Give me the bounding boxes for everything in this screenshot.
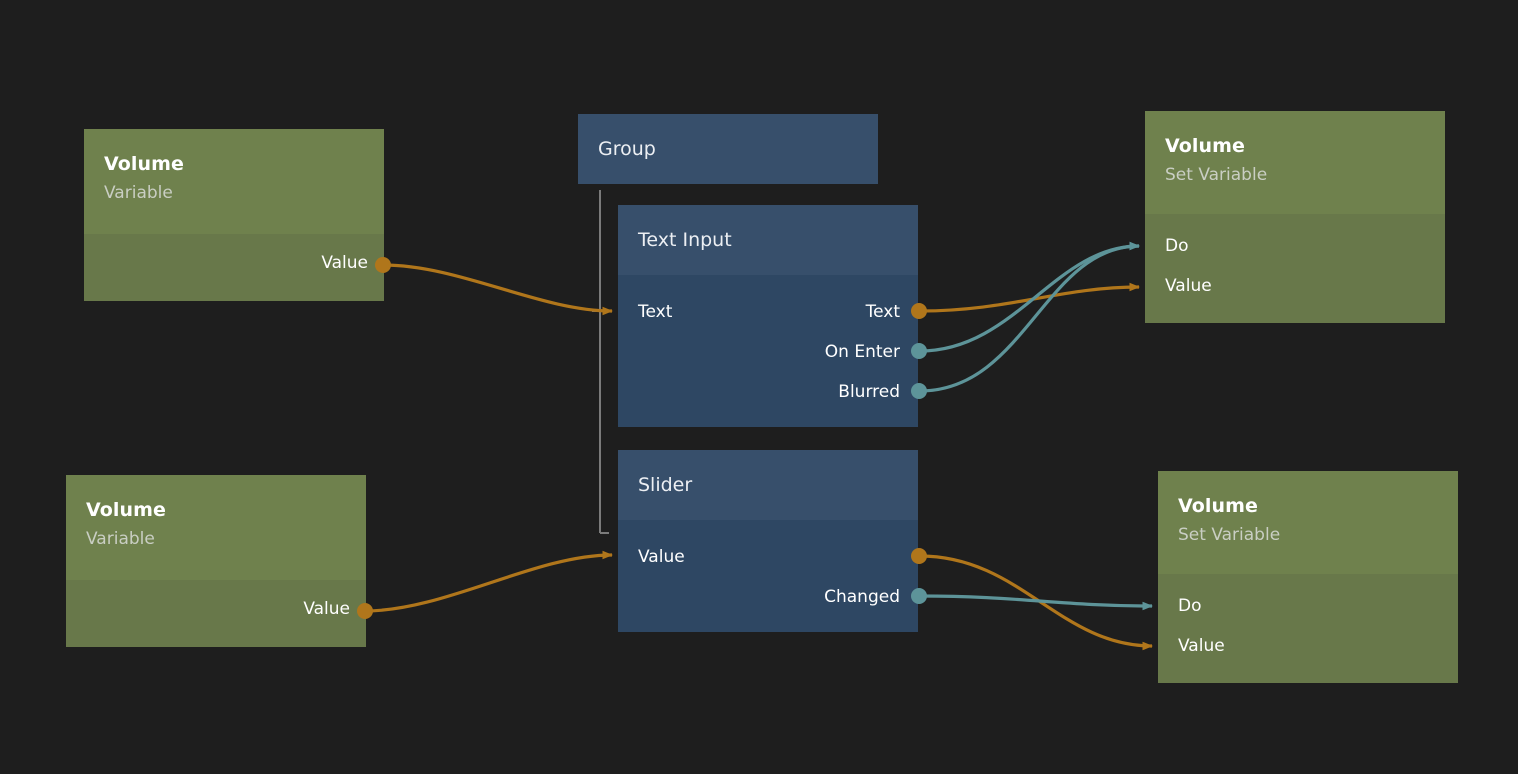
node-volume-variable-bottom[interactable]: Volume Variable Value (66, 475, 366, 647)
node-title: Volume (1178, 495, 1259, 517)
node-body: Value Value Changed (618, 520, 918, 632)
port-label-output-value[interactable]: Value (303, 599, 350, 619)
node-body: Value (84, 234, 384, 301)
node-header[interactable]: Volume Set Variable (1145, 111, 1445, 214)
wire-changed-to-setvariable-do (919, 594, 1153, 611)
port-label-input-value[interactable]: Value (1178, 636, 1225, 656)
port-label-output-value[interactable]: Value (321, 253, 368, 273)
node-subtitle: Variable (104, 183, 173, 203)
port-dot-text-input-text-out[interactable] (911, 303, 927, 319)
node-header[interactable]: Group (578, 114, 878, 184)
node-header[interactable]: Slider (618, 450, 918, 520)
port-label-input-value[interactable]: Value (1165, 276, 1212, 296)
port-label-output-changed[interactable]: Changed (824, 587, 900, 607)
port-label-input-value[interactable]: Value (638, 547, 685, 567)
port-dot-slider-value-out[interactable] (911, 548, 927, 564)
node-group[interactable]: Group (578, 114, 878, 184)
port-dot-slider-changed[interactable] (911, 588, 927, 604)
node-title: Group (598, 138, 656, 160)
port-label-output-blurred[interactable]: Blurred (838, 382, 900, 402)
port-dot-volume-bottom-value[interactable] (357, 603, 373, 619)
node-title: Volume (1165, 135, 1246, 157)
node-body: Value (66, 580, 366, 647)
node-header[interactable]: Volume Variable (84, 129, 384, 234)
group-boundary-line (592, 190, 609, 534)
port-dot-text-input-blurred[interactable] (911, 383, 927, 399)
node-volume-set-variable-bottom[interactable]: Volume Set Variable Do Value (1158, 471, 1458, 683)
node-title: Slider (638, 474, 693, 496)
port-label-output-text[interactable]: Text (865, 302, 900, 322)
port-label-input-text[interactable]: Text (638, 302, 673, 322)
port-label-output-on-enter[interactable]: On Enter (824, 342, 900, 362)
node-text-input[interactable]: Text Input Text Text On Enter Blurred (618, 205, 918, 427)
wire-volume-bottom-to-slider (364, 550, 613, 613)
wire-onenter-to-setvariable-do (919, 241, 1140, 353)
node-title: Volume (104, 153, 185, 175)
wire-blurred-to-setvariable-do (919, 241, 1140, 393)
node-subtitle: Set Variable (1178, 525, 1281, 545)
node-subtitle: Variable (86, 529, 155, 549)
port-label-input-do[interactable]: Do (1165, 236, 1189, 256)
node-body: Do Value (1145, 214, 1445, 323)
node-title: Text Input (638, 229, 732, 251)
port-dot-text-input-on-enter[interactable] (911, 343, 927, 359)
node-header[interactable]: Volume Set Variable (1158, 471, 1458, 574)
port-label-input-do[interactable]: Do (1178, 596, 1202, 616)
node-slider[interactable]: Slider Value Value Changed (618, 450, 918, 632)
wire-slider-value-to-setvariable-value (919, 554, 1153, 651)
port-dot-volume-top-value[interactable] (375, 257, 391, 273)
node-header[interactable]: Volume Variable (66, 475, 366, 580)
node-body: Text Text On Enter Blurred (618, 275, 918, 427)
wire-text-to-setvariable-value (919, 282, 1140, 313)
node-title: Volume (86, 499, 167, 521)
wire-volume-top-to-text-input (382, 263, 613, 316)
node-subtitle: Set Variable (1165, 165, 1268, 185)
node-volume-set-variable-top[interactable]: Volume Set Variable Do Value (1145, 111, 1445, 323)
node-body: Do Value (1158, 574, 1458, 683)
node-volume-variable-top[interactable]: Volume Variable Value (84, 129, 384, 301)
node-header[interactable]: Text Input (618, 205, 918, 275)
